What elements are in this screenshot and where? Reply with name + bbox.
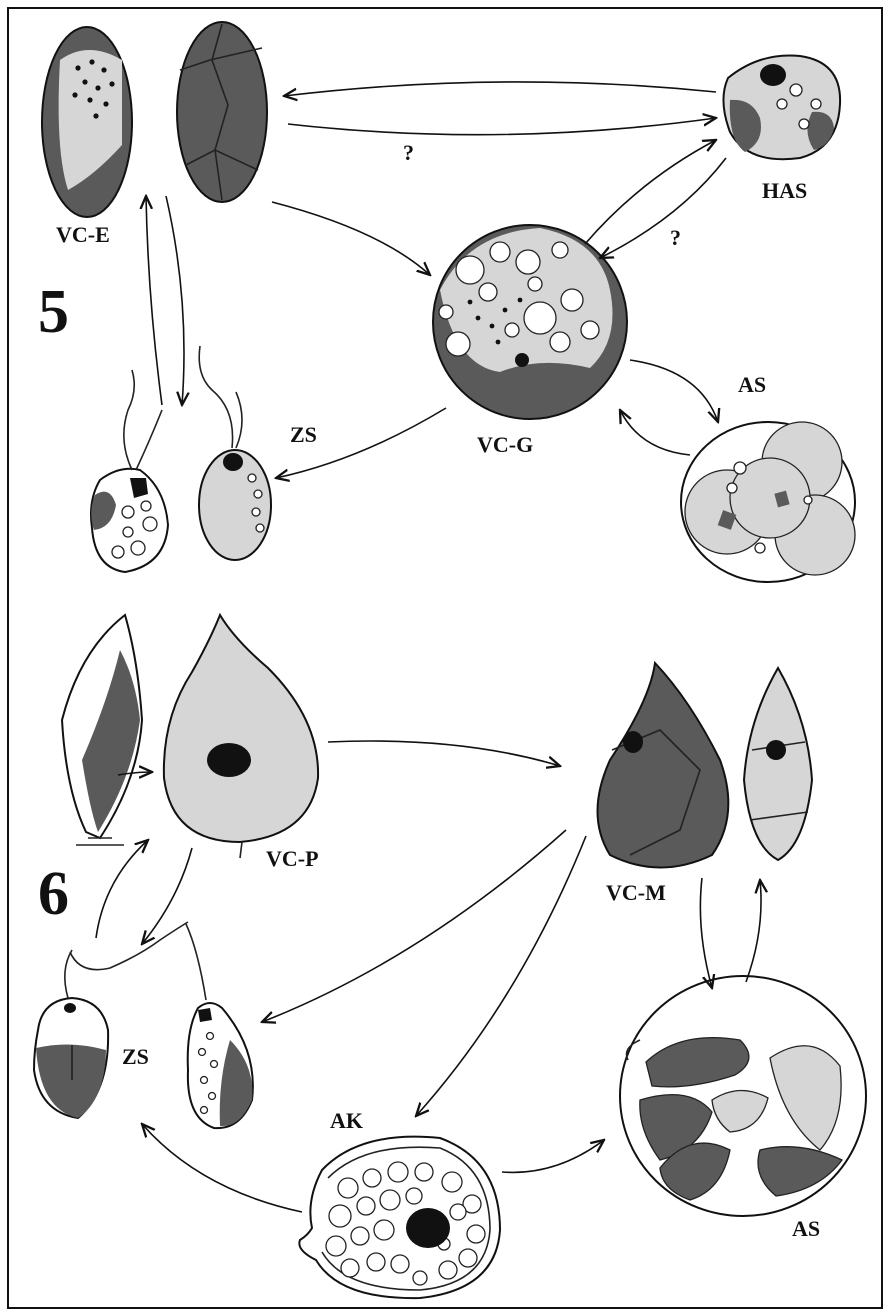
vc-e-cell-left — [42, 27, 132, 217]
label-as-fig6: AS — [792, 1216, 820, 1241]
label-zs-fig5: ZS — [290, 422, 317, 447]
label-ak: AK — [330, 1108, 363, 1133]
label-zs-fig6: ZS — [122, 1044, 149, 1069]
label-has: HAS — [762, 178, 807, 203]
arrow-vcg-to-as — [630, 360, 718, 422]
figure-6-panel: 6 VC-P VC-M ZS AK AS — [34, 615, 866, 1298]
arrow-zs-to-vce — [146, 196, 162, 405]
question-mark-top: ? — [403, 140, 414, 165]
zs-cell-fig6-left — [34, 950, 108, 1118]
vc-m-cell-left — [598, 663, 729, 868]
question-mark-right: ? — [670, 225, 681, 250]
zs-cell-fig6-right — [186, 924, 253, 1128]
spindle-cell — [62, 615, 142, 845]
label-as-fig5: AS — [738, 372, 766, 397]
vc-e-cell-right — [177, 22, 267, 202]
flagella-fig6 — [70, 922, 188, 970]
arrow-vcp-to-zs — [142, 848, 192, 944]
zs-cell-fig5-right — [199, 346, 271, 560]
label-vc-g: VC-G — [477, 432, 533, 457]
ak-cyst — [299, 1137, 500, 1298]
label-vc-e: VC-E — [56, 222, 110, 247]
label-vc-p: VC-P — [266, 846, 319, 871]
arrow-has-to-vce — [284, 82, 716, 96]
arrow-ak-to-as — [502, 1140, 604, 1172]
vc-p-cell — [164, 615, 318, 858]
arrow-vcm-to-ak — [416, 836, 586, 1116]
arrow-zs-to-spindle — [96, 840, 148, 938]
arrow-ak-to-zs — [142, 1124, 302, 1212]
arrow-vce-to-has — [288, 118, 716, 135]
figure-5-number: 5 — [38, 278, 69, 346]
label-vc-m: VC-M — [606, 880, 666, 905]
arrow-as-to-vcm — [746, 880, 761, 982]
figure-6-number: 6 — [38, 860, 69, 928]
has-cell — [723, 55, 840, 159]
vc-g-cell — [433, 225, 627, 419]
arrow-as-to-vcg — [620, 410, 690, 455]
arrow-vce-to-zs — [166, 196, 184, 405]
arrow-vcm-to-as — [700, 878, 712, 988]
as-cell-fig6 — [620, 976, 866, 1216]
arrow-vce-to-vcg — [272, 202, 430, 275]
arrow-vcp-to-vcm — [328, 741, 560, 766]
vc-m-cell-right — [744, 668, 812, 860]
zs-cell-fig5-left — [91, 370, 168, 572]
as-cell-fig5 — [681, 422, 855, 582]
figure-5-panel: 5 VC-E HAS VC-G AS ZS ? ? — [38, 22, 855, 582]
